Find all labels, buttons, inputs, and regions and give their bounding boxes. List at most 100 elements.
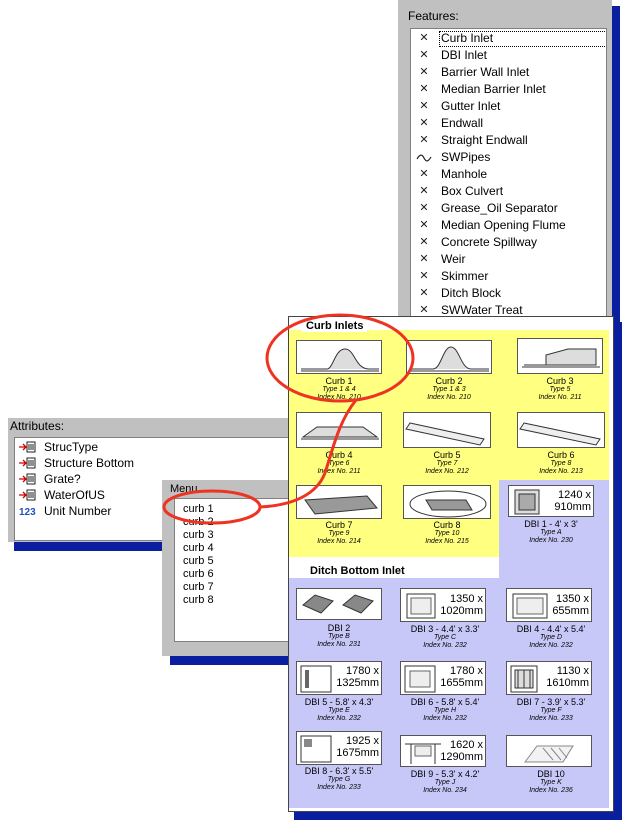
attribute-item[interactable]: Structure Bottom [15, 455, 295, 471]
feature-item[interactable]: ✕Manhole [411, 166, 606, 183]
dbi-tile[interactable] [506, 735, 592, 767]
feature-item[interactable]: ✕Grease_Oil Separator [411, 200, 606, 217]
dbi-tile[interactable] [296, 588, 382, 620]
grate-plan-icon [302, 594, 374, 614]
grate-plan-icon [510, 665, 538, 693]
feature-item[interactable]: ✕Concrete Spillway [411, 234, 606, 251]
curb-tile[interactable] [296, 485, 382, 519]
curb-plan-icon [519, 422, 601, 446]
feature-item[interactable]: ✕Median Opening Flume [411, 217, 606, 234]
menu-item[interactable]: curb 4 [183, 542, 214, 554]
menu-item[interactable]: curb 1 [183, 503, 214, 515]
menu-item[interactable]: curb 7 [183, 581, 214, 593]
number-icon: 123 [19, 507, 36, 518]
x-icon: ✕ [419, 32, 429, 44]
x-icon: ✕ [419, 270, 429, 282]
feature-item[interactable]: ✕Barrier Wall Inlet [411, 64, 606, 81]
curb-profile-icon [411, 346, 489, 372]
grate-plan-icon [405, 743, 441, 764]
attribute-item[interactable]: WaterOfUS [15, 487, 295, 503]
attribute-item[interactable]: StrucType [15, 439, 295, 455]
curb-profile-icon [301, 426, 379, 440]
curb-plan-icon [405, 422, 485, 446]
feature-item[interactable]: ✕Straight Endwall [411, 132, 606, 149]
curb-plan-icon [409, 490, 487, 518]
feature-item[interactable]: ✕Curb Inlet [411, 30, 606, 47]
attribute-item[interactable]: 123 Unit Number [19, 504, 112, 518]
curb-tile[interactable] [517, 412, 605, 448]
grate-plan-icon [404, 665, 436, 693]
feature-item[interactable]: ✕Median Barrier Inlet [411, 81, 606, 98]
x-icon: ✕ [419, 100, 429, 112]
feature-item[interactable]: ✕Box Culvert [411, 183, 606, 200]
annotation-connector [259, 399, 358, 509]
menu-item[interactable]: curb 3 [183, 529, 214, 541]
grate-plan-icon [512, 593, 548, 619]
x-icon: ✕ [419, 66, 429, 78]
feature-item[interactable]: SWPipes [411, 149, 606, 166]
x-icon: ✕ [419, 83, 429, 95]
menu-curb1-highlight [162, 489, 262, 525]
feature-item[interactable]: ✕Endwall [411, 115, 606, 132]
features-title: Features: [408, 9, 459, 23]
x-icon: ✕ [419, 168, 429, 180]
attribute-item[interactable]: Grate? [15, 471, 295, 487]
menu-item[interactable]: curb 8 [183, 594, 214, 606]
x-icon: ✕ [419, 219, 429, 231]
attributes-title: Attributes: [10, 419, 65, 433]
curb-tile[interactable] [406, 340, 492, 374]
x-icon: ✕ [419, 287, 429, 299]
x-icon: ✕ [419, 185, 429, 197]
list-attr-icon [19, 441, 37, 453]
curb-tile[interactable] [403, 485, 491, 519]
feature-item[interactable]: ✕DBI Inlet [411, 47, 606, 64]
x-icon: ✕ [419, 134, 429, 146]
menu-item[interactable]: curb 6 [183, 568, 214, 580]
grate-plan-icon [406, 593, 436, 619]
curb-profile-icon [522, 348, 600, 368]
curb-tile[interactable] [403, 412, 491, 448]
x-icon: ✕ [419, 253, 429, 265]
feature-item[interactable]: ✕Gutter Inlet [411, 98, 606, 115]
feature-item[interactable]: ✕Weir [411, 251, 606, 268]
list-attr-icon [19, 489, 37, 501]
curb1-highlight [265, 313, 415, 403]
grate-plan-icon [300, 665, 332, 693]
features-list[interactable]: ✕Curb Inlet ✕DBI Inlet ✕Barrier Wall Inl… [410, 28, 607, 318]
feature-item[interactable]: ✕Ditch Block [411, 285, 606, 302]
curb-profile-icon [301, 348, 379, 372]
feature-item[interactable]: ✕SWWater Treat [411, 302, 606, 317]
ditch-bottom-title: Ditch Bottom Inlet [306, 565, 409, 577]
x-icon: ✕ [419, 117, 429, 129]
curb-tile[interactable] [517, 338, 603, 374]
feature-item[interactable]: ✕Skimmer [411, 268, 606, 285]
grate-plan-icon [514, 489, 540, 515]
grate-plan-icon [300, 735, 332, 763]
x-icon: ✕ [419, 49, 429, 61]
curb-tile[interactable] [296, 340, 382, 374]
menu-item[interactable]: curb 5 [183, 555, 214, 567]
